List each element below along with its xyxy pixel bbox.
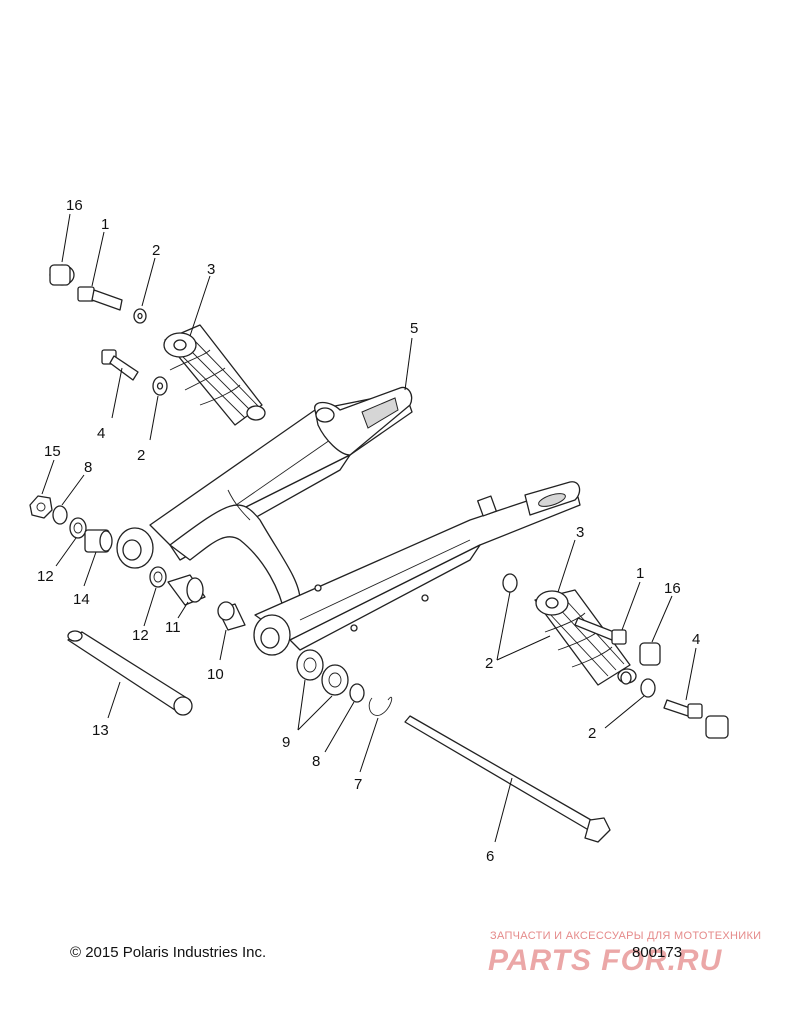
callout-2: 2 (152, 242, 160, 259)
callout-12: 12 (132, 627, 149, 644)
callout-2: 2 (485, 655, 493, 672)
callout-1: 1 (101, 216, 109, 233)
watermark-logo-text: PARTS FOR.RU (488, 944, 723, 976)
callout-13: 13 (92, 722, 109, 739)
leader-lines (41, 213, 697, 843)
left-shock-absorber (163, 324, 266, 426)
callout-12: 12 (37, 568, 54, 585)
diagram-number: 800173 (632, 944, 683, 961)
callout-2: 2 (588, 725, 596, 742)
callout-1: 1 (636, 565, 644, 582)
watermark-caption: ЗАПЧАСТИ И АКСЕССУАРЫ ДЛЯ МОТОТЕХНИКИ (490, 930, 762, 942)
callout-15: 15 (44, 443, 61, 460)
callout-8: 8 (84, 459, 92, 476)
callout-4: 4 (692, 631, 700, 648)
copyright-text: © 2015 Polaris Industries Inc. (70, 944, 267, 961)
callout-16: 16 (66, 197, 83, 214)
right-shock-absorber (534, 589, 637, 686)
callout-8: 8 (312, 753, 320, 770)
swingarm-part (116, 386, 581, 656)
hardware-parts (29, 264, 729, 843)
callout-3: 3 (576, 524, 584, 541)
callout-3: 3 (207, 261, 215, 278)
callout-5: 5 (410, 320, 418, 337)
callout-9: 9 (282, 734, 290, 751)
callout-10: 10 (207, 666, 224, 683)
callout-labels: 16 1 2 3 4 2 5 15 8 12 14 12 11 10 13 3 … (37, 197, 700, 865)
callout-14: 14 (73, 591, 90, 608)
callout-7: 7 (354, 776, 362, 793)
callout-6: 6 (486, 848, 494, 865)
callout-2: 2 (137, 447, 145, 464)
callout-4: 4 (97, 425, 105, 442)
callout-16: 16 (664, 580, 681, 597)
watermark-logo: PARTS FOR.RU (488, 944, 723, 976)
callout-11: 11 (165, 619, 181, 636)
